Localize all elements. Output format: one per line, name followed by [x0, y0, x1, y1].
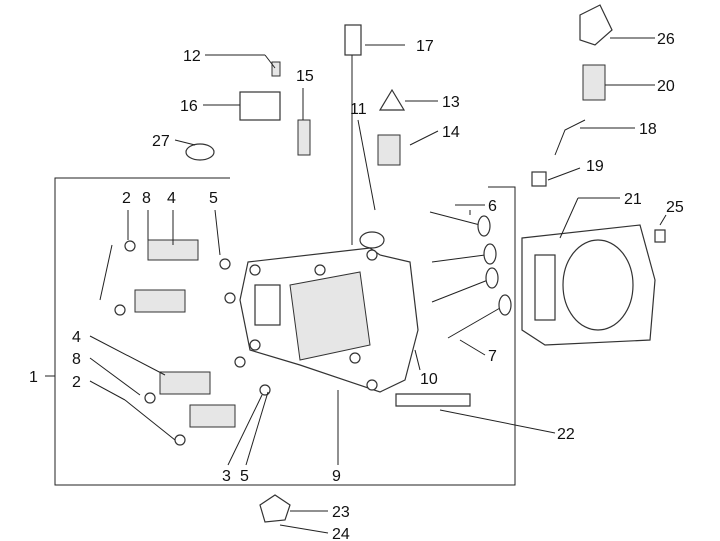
- part-label-25: 25: [666, 199, 684, 216]
- leader-line: [89, 357, 141, 396]
- part-label-8: 8: [142, 190, 151, 207]
- part-label-5: 5: [209, 190, 218, 207]
- assembly-frame: [54, 177, 516, 486]
- leader-line: [559, 197, 579, 239]
- part-label-11: 11: [350, 101, 367, 118]
- part-label-20: 20: [657, 78, 675, 95]
- part-label-22: 22: [557, 426, 575, 443]
- part-label-17: 17: [416, 38, 434, 55]
- leader-line: [357, 119, 376, 211]
- leader-line: [409, 130, 439, 146]
- part-label-10: 10: [420, 371, 438, 388]
- leader-line: [459, 339, 486, 356]
- part-label-3: 3: [222, 468, 231, 485]
- cylinder-head: [239, 247, 419, 393]
- part-label-26: 26: [657, 31, 675, 48]
- springs: [114, 239, 271, 446]
- part-label-7: 7: [488, 348, 497, 365]
- leader-line: [414, 349, 421, 371]
- leader-line: [245, 391, 269, 466]
- part-label-27: 27: [152, 133, 170, 150]
- part-label-23: 23: [332, 504, 350, 521]
- part-label-15: 15: [296, 68, 314, 85]
- part-label-16: 16: [180, 98, 198, 115]
- leader-line: [89, 380, 126, 401]
- leader-line: [174, 139, 196, 146]
- leader-line: [124, 399, 176, 441]
- part-label-4: 4: [167, 190, 176, 207]
- part-label-4: 4: [72, 329, 81, 346]
- valves: [429, 211, 512, 339]
- part-label-9: 9: [332, 468, 341, 485]
- part-label-12: 12: [183, 48, 201, 65]
- part-label-21: 21: [624, 191, 642, 208]
- leader-line: [547, 167, 581, 181]
- part-label-5: 5: [240, 468, 249, 485]
- leader-line: [214, 209, 221, 256]
- part-label-6: 6: [488, 198, 497, 215]
- part-label-2: 2: [72, 374, 81, 391]
- leader-line: [227, 394, 263, 466]
- leader-lines: [45, 37, 667, 534]
- leader-line: [89, 335, 166, 376]
- part-label-18: 18: [639, 121, 657, 138]
- part-label-19: 19: [586, 158, 604, 175]
- leader-line: [439, 409, 556, 434]
- small-parts: [185, 4, 666, 523]
- part-label-13: 13: [442, 94, 460, 111]
- head-gasket: [521, 224, 656, 346]
- leader-line: [99, 244, 113, 301]
- part-label-2: 2: [122, 190, 131, 207]
- leader-line: [659, 214, 667, 226]
- part-label-14: 14: [442, 124, 460, 141]
- leader-line: [264, 54, 276, 69]
- part-label-24: 24: [332, 526, 350, 541]
- part-label-8: 8: [72, 351, 81, 368]
- leader-line: [279, 524, 329, 534]
- part-label-1: 1: [29, 369, 38, 386]
